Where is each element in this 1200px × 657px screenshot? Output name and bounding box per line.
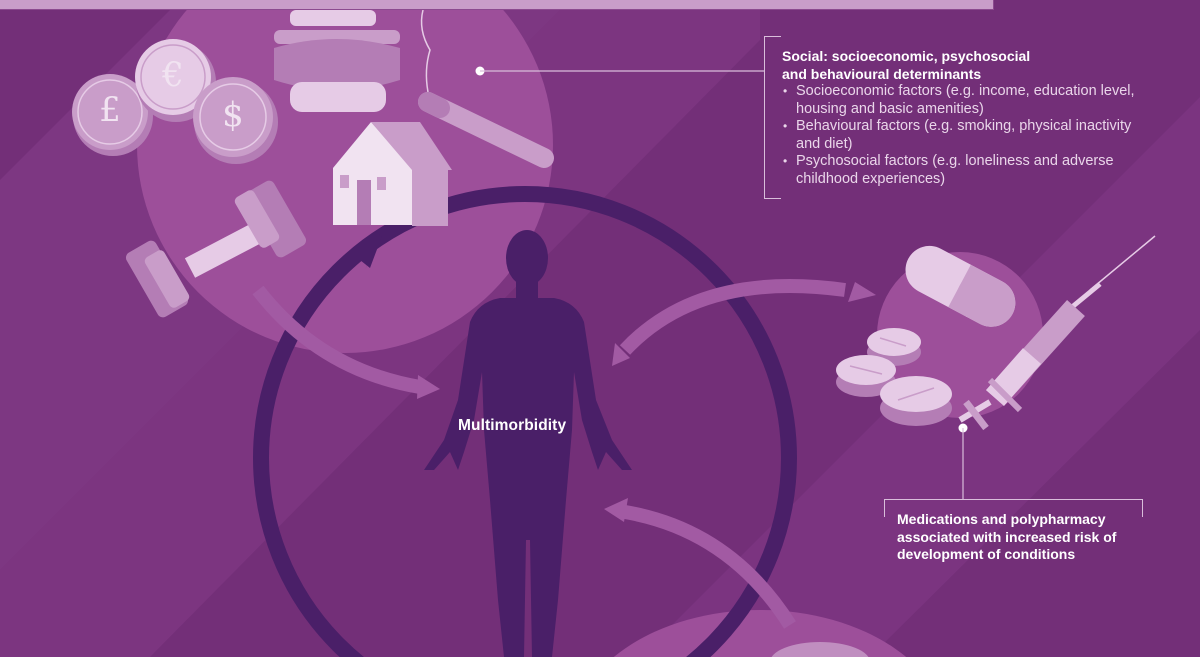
medication-bracket	[884, 499, 1143, 517]
capsule-icon	[905, 245, 1016, 327]
dumbbell-icon	[125, 180, 307, 318]
socioeconomic-factors-item: Socioeconomic factors (e.g. income, educ…	[782, 83, 1142, 118]
house-icon	[333, 122, 452, 226]
tablets-icon	[836, 328, 952, 426]
arrow-head-to-medication	[848, 282, 876, 302]
social-bracket	[764, 36, 781, 199]
euro-symbol-icon: €	[162, 55, 184, 95]
influence-arrows	[252, 279, 846, 629]
behavioural-factors-item: Behavioural factors (e.g. smoking, physi…	[782, 118, 1142, 153]
cycle-ring	[253, 186, 797, 657]
human-silhouette-icon	[424, 230, 632, 657]
medication-callout: Medications and polypharmacy associated …	[897, 511, 1117, 562]
dollar-symbol-icon: $	[222, 95, 244, 135]
connector-lines	[475, 66, 968, 499]
arrow-head-from-bottom	[604, 498, 628, 522]
pound-symbol-icon: £	[99, 90, 121, 130]
syringe-icon	[958, 235, 1156, 431]
arrow-head-from-medication	[612, 343, 630, 366]
social-callout-title-line2: and behavioural determinants	[782, 65, 982, 82]
coins-icon	[72, 39, 278, 164]
psychosocial-factors-item: Psychosocial factors (e.g. loneliness an…	[782, 153, 1142, 188]
social-factors-list: Socioeconomic factors (e.g. income, educ…	[782, 83, 1142, 188]
multimorbidity-label: Multimorbidity	[458, 417, 567, 434]
burger-icon	[274, 10, 400, 112]
social-callout-title-line1: Social: socioeconomic, psychosocial	[782, 48, 1031, 64]
top-banner	[0, 0, 994, 10]
arrow-head-to-center	[417, 375, 440, 399]
social-determinants-callout: Social: socioeconomic, psychosocial and …	[782, 48, 1142, 188]
bottom-icon-partial	[771, 642, 869, 657]
cigarette-icon	[418, 9, 554, 168]
